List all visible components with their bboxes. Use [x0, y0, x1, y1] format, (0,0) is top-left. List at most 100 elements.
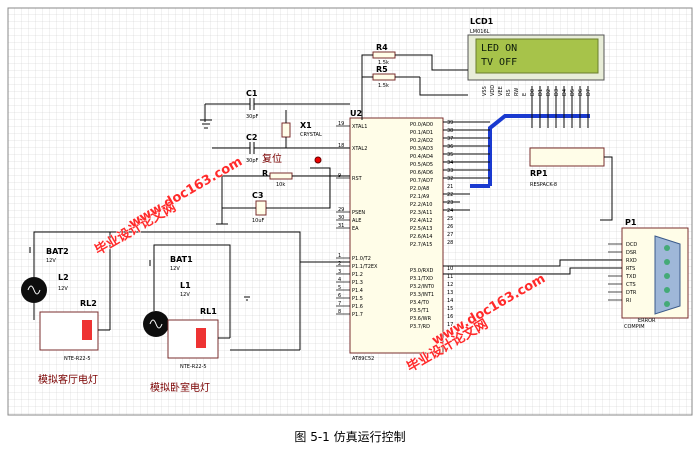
mcu-pin-number: 19 [338, 121, 344, 127]
mcu-pin-number: 35 [447, 152, 453, 158]
resistor-pack-rp1: RP1 RESPACK-8 [529, 147, 605, 188]
svg-text:L1: L1 [180, 281, 191, 290]
mcu-pin-p0-6-ad6: P0.6/AD6 [410, 170, 433, 176]
mcu-pin-number: 31 [338, 223, 344, 229]
mcu-pin-p0-2-ad2: P0.2/AD2 [410, 138, 433, 144]
p1-pin-dtr: DTR [626, 290, 637, 296]
svg-text:P1: P1 [625, 218, 637, 227]
relay-rl2: RL2 NTE-R22-5 [39, 299, 99, 362]
mcu-pin-number: 28 [447, 240, 453, 246]
mcu-pin-number: 14 [447, 298, 453, 304]
mcu-pin-p1-0-t2: P1.0/T2 [352, 256, 371, 262]
mcu-pin-number: 29 [338, 207, 344, 213]
mcu-pin-number: 12 [447, 282, 453, 288]
mcu-pin-p2-5-a13: P2.5/A13 [410, 226, 432, 232]
mcu-pin-p2-7-a15: P2.7/A15 [410, 242, 432, 248]
svg-text:C1: C1 [246, 89, 258, 98]
mcu-pin-number: 22 [447, 192, 453, 198]
p1-pin-rts: RTS [626, 266, 635, 272]
mcu-pin-p1-3: P1.3 [352, 280, 363, 286]
mcu-pin-p3-7-rd: P3.7/RD [410, 324, 430, 330]
lcd-pin-d7: D7 [586, 89, 592, 96]
svg-text:10k: 10k [276, 182, 285, 188]
mcu-pin-rst: RST [352, 176, 363, 182]
mcu-pin-p1-4: P1.4 [352, 288, 363, 294]
mcu-pin-p3-4-t0: P3.4/T0 [410, 300, 429, 306]
lcd-pin-d6: D6 [578, 89, 584, 96]
svg-text:R: R [262, 169, 268, 178]
mcu-pin-p3-6-wr: P3.6/WR [410, 316, 432, 322]
label-living-room-lamp: 模拟客厅电灯 [38, 373, 98, 386]
svg-text:12V: 12V [46, 258, 56, 264]
svg-text:C2: C2 [246, 133, 257, 142]
p1-pin-cts: CTS [626, 282, 636, 288]
svg-text:12V: 12V [58, 286, 68, 292]
mcu-chip: U2 AT89C52 XTAL119XTAL218RST9PSEN29ALE30… [336, 109, 453, 362]
mcu-pin-p3-1-txd: P3.1/TXD [410, 276, 433, 282]
lcd-ref: LCD1 [470, 17, 494, 26]
mcu-pin-number: 37 [447, 136, 453, 142]
mcu-pin-number: 36 [447, 144, 453, 150]
svg-text:10uF: 10uF [252, 218, 265, 224]
mcu-pin-number: 38 [447, 128, 453, 134]
svg-text:1.5k: 1.5k [378, 60, 389, 66]
svg-text:R4: R4 [376, 43, 388, 52]
mcu-pin-p0-1-ad1: P0.1/AD1 [410, 130, 433, 136]
svg-text:复位: 复位 [262, 152, 282, 165]
mcu-pin-p1-7: P1.7 [352, 312, 363, 318]
mcu-pin-number: 24 [447, 208, 453, 214]
mcu-pin-number: 2 [338, 261, 341, 267]
mcu-pin-ea: EA [352, 226, 359, 232]
lcd-pin-d3: D3 [554, 89, 560, 96]
mcu-pin-number: 39 [447, 120, 453, 126]
mcu-left-pins: XTAL119XTAL218RST9PSEN29ALE30EA31P1.0/T2… [336, 121, 378, 318]
svg-text:1.5k: 1.5k [378, 83, 389, 89]
lcd-pin-d1: D1 [538, 89, 544, 96]
mcu-pin-p0-0-ad0: P0.0/AD0 [410, 122, 433, 128]
mcu-pin-p1-6: P1.6 [352, 304, 363, 310]
lcd-pin-d5: D5 [570, 89, 576, 96]
mcu-pin-p2-3-a11: P2.3/A11 [410, 210, 432, 216]
svg-text:12V: 12V [170, 266, 180, 272]
svg-text:ERROR: ERROR [638, 318, 656, 324]
lcd-line1: LED ON [481, 43, 517, 54]
mcu-pin-p0-4-ad4: P0.4/AD4 [410, 154, 433, 160]
lcd-pin-d0: D0 [530, 89, 536, 96]
svg-text:BAT2: BAT2 [46, 247, 69, 256]
mcu-pin-number: 7 [338, 301, 341, 307]
mcu-pin-xtal1: XTAL1 [352, 124, 367, 130]
mcu-pin-p0-5-ad5: P0.5/AD5 [410, 162, 433, 168]
svg-text:30pF: 30pF [246, 158, 259, 164]
svg-text:RL1: RL1 [200, 307, 217, 316]
resistor-reset [269, 172, 293, 180]
p1-pin-rxd: RXD [626, 258, 637, 264]
p1-pin-dcd: DCD [626, 242, 637, 248]
lcd-pin-e: E [522, 93, 528, 96]
mcu-pin-number: 3 [338, 269, 341, 275]
svg-text:12V: 12V [180, 292, 190, 298]
p1-pin-dsr: DSR [626, 250, 637, 256]
mcu-pin-p2-6-a14: P2.6/A14 [410, 234, 432, 240]
lcd-screen [475, 38, 599, 74]
svg-text:NTE-R22-5: NTE-R22-5 [180, 364, 207, 370]
mcu-pin-number: 17 [447, 322, 453, 328]
mcu-pin-number: 13 [447, 290, 453, 296]
svg-text:C3: C3 [252, 191, 263, 200]
lcd-pin-vss: VSS [482, 86, 488, 96]
mcu-pin-number: 16 [447, 314, 453, 320]
mcu-pin-number: 6 [338, 293, 341, 299]
mcu-pin-p1-1-t2ex: P1.1/T2EX [352, 264, 378, 270]
mcu-pin-p0-3-ad3: P0.3/AD3 [410, 146, 433, 152]
svg-text:X1: X1 [300, 121, 312, 130]
mcu-pin-number: 8 [338, 309, 341, 315]
mcu-pin-number: 32 [447, 176, 453, 182]
mcu-pin-p3-5-t1: P3.5/T1 [410, 308, 429, 314]
mcu-pin-number: 11 [447, 274, 453, 280]
mcu-pin-number: 23 [447, 200, 453, 206]
mcu-pin-p2-1-a9: P2.1/A9 [410, 194, 429, 200]
mcu-pin-number: 26 [447, 224, 453, 230]
mcu-pin-p3-3-int1: P3.3/INT1 [410, 292, 434, 298]
